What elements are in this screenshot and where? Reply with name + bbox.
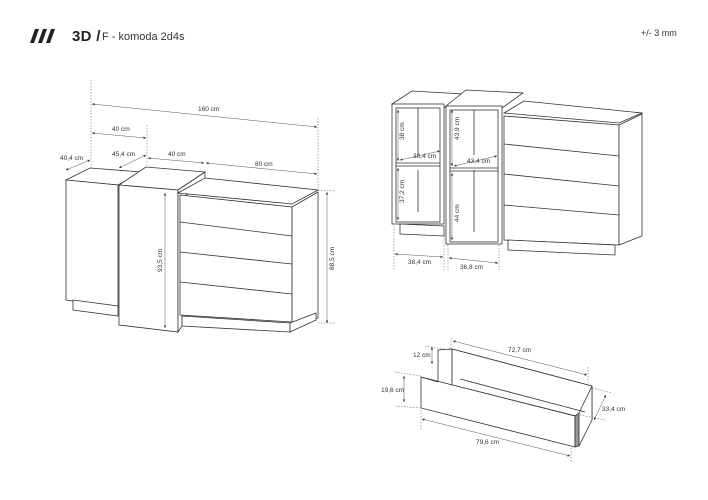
dim-left-width: 38,4 cm — [408, 259, 431, 266]
drawer-unit — [176, 177, 320, 333]
main-view — [64, 80, 336, 334]
dim-right-lower-height: 44 cm — [454, 204, 461, 222]
dim-depth-left: 40,4 cm — [60, 155, 83, 162]
middle-cabinet — [117, 166, 207, 334]
dim-left-lower-height: 37,2 cm — [399, 180, 406, 203]
dim-right-shelf-depth: 43,4 cm — [467, 158, 490, 165]
dim-depth-middle: 45,4 cm — [112, 151, 135, 158]
view-label: 3D / — [72, 28, 101, 45]
drawer-dimension-lines — [394, 338, 613, 462]
product-name: F - komoda 2d4s — [102, 31, 185, 43]
interior-dimension-lines — [393, 110, 500, 270]
drawer-view — [394, 338, 613, 462]
dim-left-upper-height: 38 cm — [399, 122, 406, 140]
right-open-shelf — [444, 89, 525, 245]
dim-total-width: 160 cm — [198, 106, 219, 113]
page-header: 3D / F - komoda 2d4s +/- 3 mm — [0, 0, 708, 60]
interior-view — [390, 89, 644, 270]
brand-logo-icon — [30, 29, 55, 43]
interior-drawer-chest — [502, 100, 644, 256]
main-dimension-lines — [65, 80, 336, 328]
dim-drawer-depth: 33,4 cm — [602, 406, 625, 413]
dim-height-tall: 93,5 cm — [157, 249, 164, 272]
dim-drawer-unit-width: 80 cm — [255, 161, 273, 168]
left-open-shelf — [390, 90, 465, 237]
dim-drawer-front-length: 79,6 cm — [476, 439, 499, 446]
dim-left-shelf-depth: 38,4 cm — [413, 153, 436, 160]
interior-dimension-labels: 38 cm 37,2 cm 38,4 cm 43,9 cm 44 cm 43,4… — [399, 117, 490, 271]
dim-middle-width: 40 cm — [168, 151, 186, 158]
dim-right-width: 36,8 cm — [460, 264, 483, 271]
dim-drawer-front-height: 19,6 cm — [381, 387, 404, 394]
drawer-dimension-labels: 72,7 cm 12 cm 19,6 cm 33,4 cm 79,6 cm — [381, 347, 625, 446]
dim-height-drawers: 88,5 cm — [329, 247, 336, 270]
tolerance-note: +/- 3 mm — [641, 28, 677, 38]
dim-module-width: 40 cm — [112, 126, 130, 133]
dim-drawer-side-height: 12 cm — [413, 352, 431, 359]
dim-drawer-inner-length: 72,7 cm — [508, 347, 531, 354]
dim-right-upper-height: 43,9 cm — [454, 117, 461, 140]
left-cabinet — [64, 167, 144, 317]
main-dimension-labels: 160 cm 40 cm 40,4 cm 45,4 cm 40 cm 80 cm… — [60, 106, 336, 272]
